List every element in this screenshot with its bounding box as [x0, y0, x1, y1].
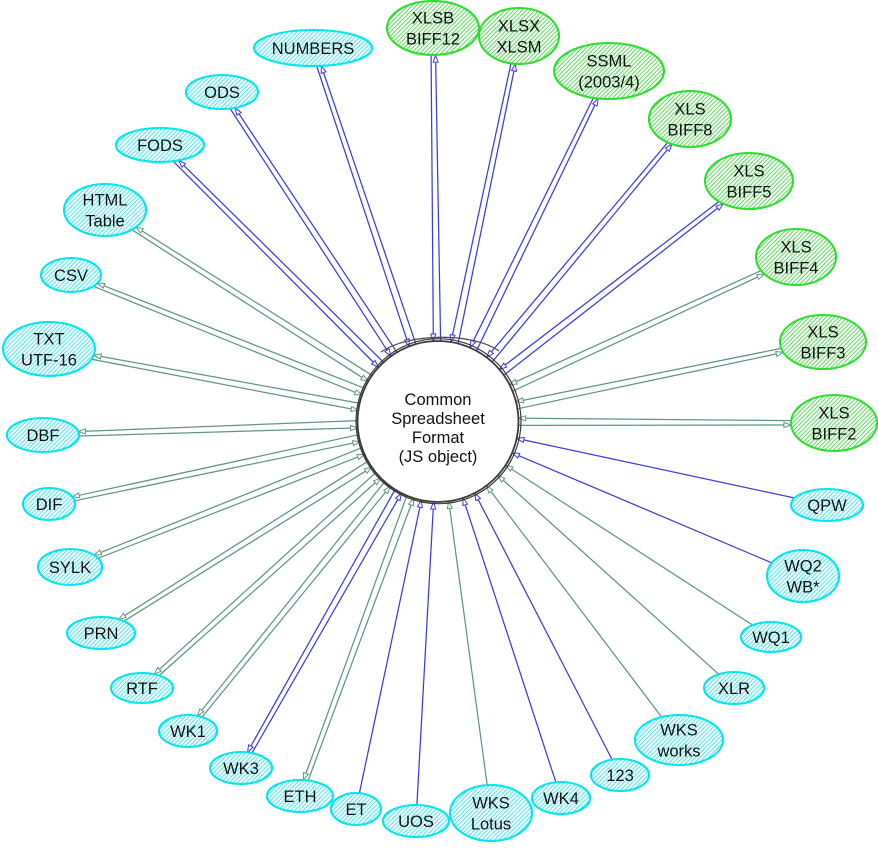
svg-text:HTML: HTML — [83, 192, 128, 210]
svg-text:FODS: FODS — [137, 137, 183, 155]
svg-text:ODS: ODS — [204, 84, 240, 102]
svg-text:RTF: RTF — [126, 680, 158, 698]
svg-text:WB*: WB* — [787, 579, 821, 597]
svg-text:WKS: WKS — [660, 722, 698, 740]
svg-text:PRN: PRN — [84, 625, 119, 643]
svg-text:XLS: XLS — [780, 239, 811, 257]
svg-text:SYLK: SYLK — [49, 559, 91, 577]
svg-text:UOS: UOS — [398, 813, 434, 831]
svg-text:BIFF2: BIFF2 — [812, 426, 857, 444]
svg-text:XLSX: XLSX — [498, 18, 540, 36]
svg-text:XLS: XLS — [818, 405, 849, 423]
svg-text:BIFF12: BIFF12 — [406, 31, 460, 49]
svg-text:XLS: XLS — [674, 101, 705, 119]
svg-text:WQ2: WQ2 — [784, 558, 822, 576]
svg-text:WK1: WK1 — [170, 723, 206, 741]
svg-text:ET: ET — [345, 801, 366, 819]
svg-text:Lotus: Lotus — [471, 816, 511, 834]
svg-text:Spreadsheet: Spreadsheet — [391, 410, 485, 428]
svg-text:XLR: XLR — [718, 680, 750, 698]
svg-text:QPW: QPW — [807, 497, 847, 515]
svg-text:WQ1: WQ1 — [752, 629, 790, 647]
svg-text:(2003/4): (2003/4) — [578, 74, 639, 92]
svg-text:UTF-16: UTF-16 — [21, 352, 77, 370]
svg-text:XLS: XLS — [733, 163, 764, 181]
svg-text:DBF: DBF — [27, 427, 60, 445]
svg-text:(JS object): (JS object) — [399, 448, 478, 466]
svg-text:WK4: WK4 — [543, 790, 579, 808]
svg-text:CSV: CSV — [54, 267, 88, 285]
svg-text:ETH: ETH — [284, 788, 317, 806]
svg-text:Table: Table — [85, 213, 124, 231]
svg-text:123: 123 — [606, 767, 634, 785]
svg-text:XLS: XLS — [807, 324, 838, 342]
svg-text:SSML: SSML — [587, 53, 632, 71]
svg-text:XLSM: XLSM — [497, 39, 542, 57]
svg-text:Format: Format — [412, 429, 465, 447]
svg-text:Common: Common — [405, 391, 472, 409]
svg-text:DIF: DIF — [36, 496, 63, 514]
svg-text:TXT: TXT — [33, 331, 64, 349]
svg-text:BIFF4: BIFF4 — [774, 260, 819, 278]
svg-text:WK3: WK3 — [223, 760, 259, 778]
svg-text:BIFF8: BIFF8 — [668, 122, 713, 140]
svg-text:WKS: WKS — [472, 795, 510, 813]
svg-text:works: works — [656, 743, 700, 761]
svg-text:XLSB: XLSB — [412, 10, 454, 28]
svg-text:BIFF3: BIFF3 — [801, 345, 846, 363]
svg-text:NUMBERS: NUMBERS — [272, 40, 355, 58]
svg-text:BIFF5: BIFF5 — [727, 184, 772, 202]
